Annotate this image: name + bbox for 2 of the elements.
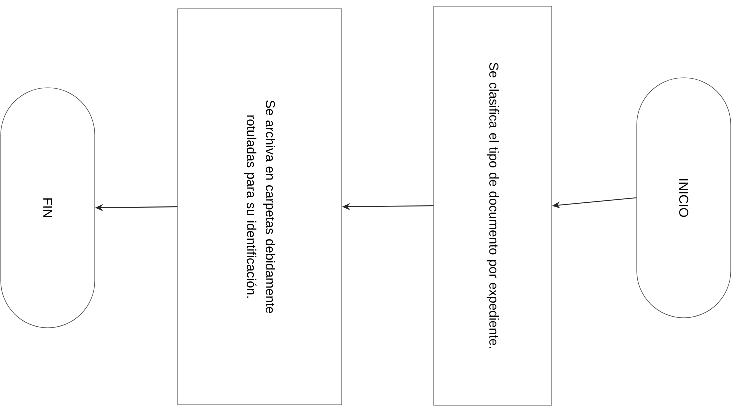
process-box: Se clasifica el tipo de documento por expediente. <box>434 6 552 406</box>
process-box: Se archiva en carpetas debidamente rotuladas para su identificación. <box>178 8 342 406</box>
